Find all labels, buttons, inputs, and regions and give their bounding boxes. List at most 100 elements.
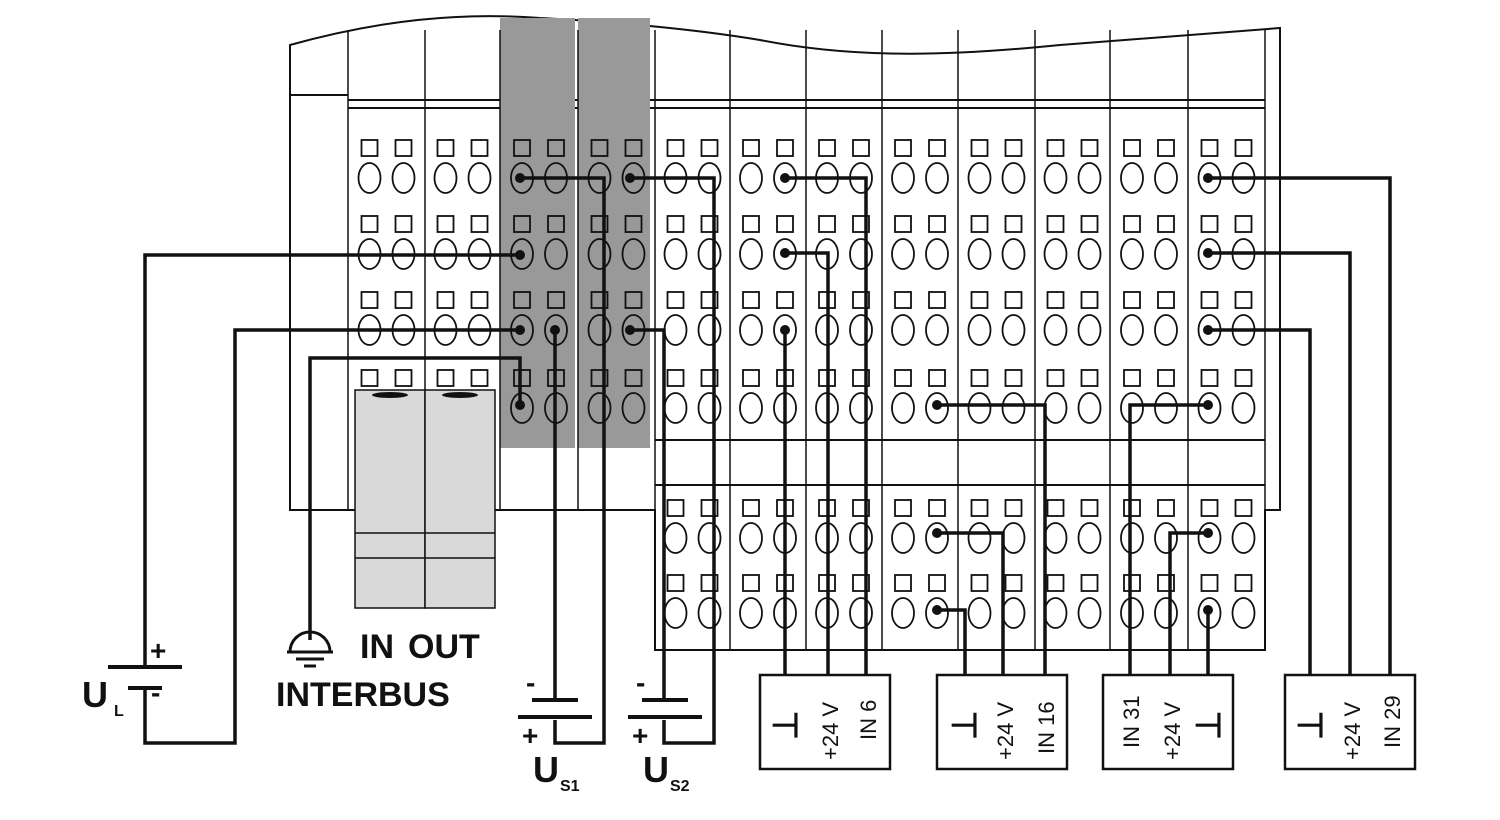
terminal-clamp-oval: [1077, 162, 1102, 194]
terminal-clamp-oval: [697, 314, 722, 346]
battery-us2: [628, 698, 702, 719]
wire-terminations: [515, 173, 1213, 615]
terminal-release-square: [513, 291, 531, 309]
sensor-in16-gnd-label: ⊥: [946, 710, 984, 740]
terminal-clamp-oval: [891, 314, 915, 346]
terminal-release-square: [666, 139, 685, 157]
terminal-clamp-oval: [357, 162, 382, 194]
terminal-release-square: [666, 291, 685, 309]
terminal-release-square: [360, 291, 379, 309]
terminal-release-square: [894, 574, 912, 592]
terminal-release-square: [1004, 369, 1023, 387]
terminal-clamp-oval: [1001, 238, 1026, 270]
wire-in6-signal: [785, 176, 868, 675]
terminal-clamp-oval: [967, 162, 992, 194]
terminal-release-square: [470, 139, 489, 157]
sensor-in31-gnd-label: ⊥: [1190, 710, 1228, 740]
terminal-release-square: [470, 369, 489, 387]
terminal-release-square: [742, 574, 760, 592]
terminal-release-square: [742, 139, 760, 157]
terminal-release-square: [1200, 139, 1219, 157]
us2-minus-label: -: [636, 667, 645, 698]
terminal-clamp-oval: [1001, 522, 1026, 554]
sensor-box-in29: ⊥ +24 V IN 29: [1283, 673, 1417, 771]
terminal-release-square: [1200, 291, 1219, 309]
wire-in29-signal: [1208, 176, 1392, 675]
terminal-release-square: [1234, 291, 1253, 309]
terminal-clamp-oval: [697, 597, 722, 629]
terminal-clamp-oval: [1077, 597, 1102, 629]
terminal-release-square: [1004, 574, 1023, 592]
sensor-in6-signal-label: IN 6: [856, 700, 881, 740]
terminal-release-square: [666, 574, 685, 592]
terminal-clamp-oval: [891, 238, 915, 270]
terminal-clamp-oval: [1154, 314, 1178, 346]
terminal-clamp-oval: [1001, 162, 1026, 194]
terminal-release-square: [818, 215, 836, 233]
terminal-release-square: [1080, 574, 1099, 592]
housing-outline: [289, 15, 1281, 651]
terminal-release-square: [1080, 369, 1099, 387]
terminal-release-square: [1123, 291, 1141, 309]
terminal-release-square: [1046, 574, 1065, 592]
terminal-clamp-oval: [1043, 238, 1068, 270]
terminal-release-square: [666, 499, 685, 517]
terminal-clamp-oval: [1231, 597, 1256, 629]
terminal-clamp-oval: [739, 162, 763, 194]
terminal-release-square: [547, 139, 565, 157]
terminal-release-square: [928, 369, 946, 387]
terminal-release-square: [547, 291, 565, 309]
us1-plus-label: +: [522, 720, 538, 751]
terminal-release-square: [818, 139, 836, 157]
terminal-clamp-oval: [587, 392, 612, 424]
terminal-clamp-oval: [663, 392, 688, 424]
terminal-release-square: [1234, 215, 1253, 233]
sensor-in16-24v-label: +24 V: [993, 702, 1018, 760]
terminal-release-square: [1004, 139, 1023, 157]
sensor-box-in6: ⊥ +24 V IN 6: [758, 673, 892, 771]
terminal-release-square: [1046, 139, 1065, 157]
wire-in16-gnd: [937, 608, 967, 675]
terminal-release-square: [742, 215, 760, 233]
terminal-release-square: [394, 139, 413, 157]
terminal-clamp-oval: [891, 162, 915, 194]
sensor-in29-24v-label: +24 V: [1340, 702, 1365, 760]
connector-out-label: OUT: [408, 628, 480, 666]
terminal-release-square: [1234, 139, 1253, 157]
connector-out-latch: [442, 392, 478, 398]
terminal-clamp-oval: [1077, 392, 1102, 424]
us2-label-sub: S2: [670, 778, 690, 795]
terminal-clamp-oval: [739, 597, 763, 629]
terminal-clamp-oval: [849, 392, 873, 424]
terminal-release-square: [470, 291, 489, 309]
interbus-connectors: [354, 389, 496, 609]
terminal-clamp-oval: [544, 238, 568, 270]
terminal-clamp-oval: [925, 238, 949, 270]
wire-us1-plus: [520, 176, 606, 745]
terminal-release-square: [547, 215, 565, 233]
terminal-clamp-oval: [1043, 597, 1068, 629]
terminal-clamp-oval: [1154, 238, 1178, 270]
terminal-release-square: [1200, 574, 1219, 592]
terminal-clamp-oval: [1077, 522, 1102, 554]
terminal-release-square: [624, 369, 643, 387]
terminal-clamp-oval: [1231, 522, 1256, 554]
terminal-clamp-oval: [663, 238, 688, 270]
terminal-clamp-oval: [1043, 162, 1068, 194]
terminal-release-square: [928, 215, 946, 233]
terminal-release-square: [1200, 215, 1219, 233]
wiring: [143, 176, 1392, 745]
terminal-clamp-oval: [433, 162, 458, 194]
terminal-release-square: [742, 499, 760, 517]
terminal-release-square: [894, 369, 912, 387]
terminal-clamp-oval: [621, 392, 646, 424]
ground-icon: [287, 630, 333, 668]
terminal-release-square: [970, 369, 989, 387]
wire-in16-24v: [937, 531, 1005, 675]
terminal-clamp-oval: [1001, 314, 1026, 346]
terminal-clamp-oval: [739, 522, 763, 554]
terminal-clamp-oval: [849, 522, 873, 554]
sensor-in29-gnd-label: ⊥: [1292, 710, 1330, 740]
terminal-clamp-oval: [1120, 238, 1144, 270]
